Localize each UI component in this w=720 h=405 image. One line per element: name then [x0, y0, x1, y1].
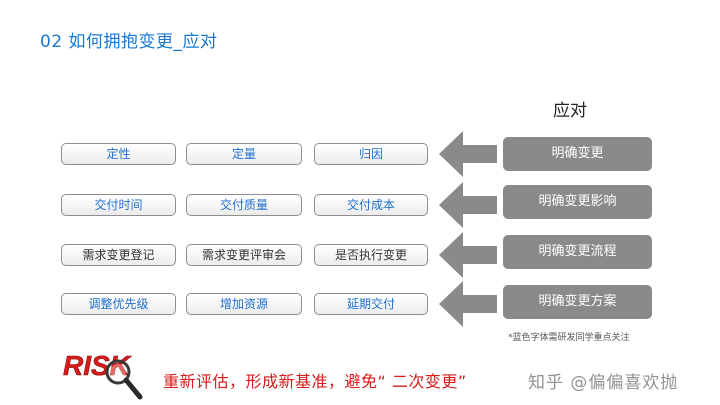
response-box-4: 明确变更方案 [503, 285, 652, 319]
row-4-item-2: 增加资源 [186, 293, 302, 315]
row-3-item-3: 是否执行变更 [314, 244, 428, 266]
left-arrow-icon [439, 182, 497, 228]
row-3-item-1: 需求变更登记 [61, 244, 176, 266]
row-1-item-1: 定性 [61, 143, 176, 165]
response-column-header: 应对 [553, 101, 587, 121]
zhihu-watermark: 知乎 @偏偏喜欢抛 [528, 373, 679, 393]
row-2-item-1: 交付时间 [61, 194, 176, 216]
left-arrow-icon [439, 232, 497, 278]
risk-logo-text: RISK [63, 350, 132, 381]
row-4-item-1: 调整优先级 [61, 293, 176, 315]
response-box-3: 明确变更流程 [503, 235, 652, 269]
row-1-item-2: 定量 [186, 143, 302, 165]
row-4-item-3: 延期交付 [314, 293, 428, 315]
left-arrow-icon [439, 131, 497, 177]
left-arrow-icon [439, 281, 497, 327]
slide-title: 02 如何拥抱变更_应对 [40, 32, 218, 52]
conclusion-text: 重新评估，形成新基准，避免“ 二次变更” [163, 372, 467, 391]
row-3-item-2: 需求变更评审会 [186, 244, 302, 266]
footnote: *蓝色字体需研发同学重点关注 [508, 333, 630, 343]
response-box-1: 明确变更 [503, 137, 652, 171]
row-2-item-3: 交付成本 [314, 194, 428, 216]
response-box-2: 明确变更影响 [503, 185, 652, 219]
risk-magnifier-icon: RISK [63, 350, 143, 400]
row-2-item-2: 交付质量 [186, 194, 302, 216]
row-1-item-3: 归因 [314, 143, 428, 165]
